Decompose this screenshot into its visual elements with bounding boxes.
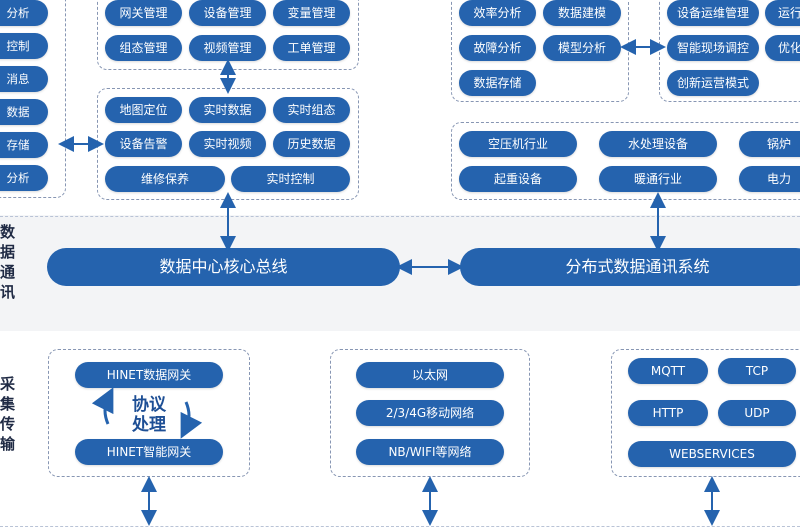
analysis-item: 数据存储 bbox=[459, 70, 536, 96]
monitor-item: 实时数据 bbox=[189, 97, 266, 123]
network-item: 以太网 bbox=[356, 362, 504, 388]
protocol-item: UDP bbox=[718, 400, 796, 426]
monitor-item: 地图定位 bbox=[105, 97, 182, 123]
left-partial-item: 分析 bbox=[0, 165, 48, 191]
analysis-item: 数据建模 bbox=[543, 0, 621, 26]
app-item: 设备管理 bbox=[189, 0, 266, 26]
monitor-item: 维修保养 bbox=[105, 166, 225, 192]
industry-item: 暖通行业 bbox=[599, 166, 717, 192]
data-gateway: HINET数据网关 bbox=[75, 362, 223, 388]
app-item: 视频管理 bbox=[189, 35, 266, 61]
analysis-item: 故障分析 bbox=[459, 35, 536, 61]
app-item: 变量管理 bbox=[273, 0, 350, 26]
industry-item: 起重设备 bbox=[459, 166, 577, 192]
smart-gateway: HINET智能网关 bbox=[75, 439, 223, 465]
industry-item: 锅炉 bbox=[739, 131, 800, 157]
acq-label-char: 输 bbox=[0, 435, 16, 453]
comm-label-char: 通 bbox=[0, 263, 16, 281]
monitor-item: 实时组态 bbox=[273, 97, 350, 123]
monitor-item: 实时视频 bbox=[189, 131, 266, 157]
left-partial-item: 控制 bbox=[0, 33, 48, 59]
comm-label-char: 数 bbox=[0, 223, 16, 241]
protocol-line1: 协议 bbox=[132, 395, 166, 415]
protocol-item: TCP bbox=[718, 358, 796, 384]
protocol-line2: 处理 bbox=[132, 415, 166, 435]
acq-layer-label: 采 集 传 输 bbox=[0, 374, 16, 454]
industry-item: 水处理设备 bbox=[599, 131, 717, 157]
network-item: 2/3/4G移动网络 bbox=[356, 400, 504, 426]
protocol-item: MQTT bbox=[628, 358, 708, 384]
network-item: NB/WIFI等网络 bbox=[356, 439, 504, 465]
comm-label-char: 据 bbox=[0, 243, 16, 261]
ops-item: 智能现场调控 bbox=[667, 35, 759, 61]
distributed-comm-system: 分布式数据通讯系统 bbox=[460, 248, 800, 286]
protocol-processing-label: 协议 处理 bbox=[120, 395, 178, 435]
app-item: 网关管理 bbox=[105, 0, 182, 26]
acq-label-char: 传 bbox=[0, 415, 16, 433]
app-item: 组态管理 bbox=[105, 35, 182, 61]
industry-item: 电力 bbox=[739, 166, 800, 192]
ops-item: 创新运营模式 bbox=[667, 70, 759, 96]
left-partial-item: 分析 bbox=[0, 0, 48, 26]
analysis-item: 模型分析 bbox=[543, 35, 621, 61]
comm-layer-label: 数 据 通 讯 bbox=[0, 222, 16, 302]
core-bus: 数据中心核心总线 bbox=[47, 248, 400, 286]
monitor-item: 历史数据 bbox=[273, 131, 350, 157]
ops-item: 设备运维管理 bbox=[667, 0, 759, 26]
protocol-item: HTTP bbox=[628, 400, 708, 426]
left-partial-item: 消息 bbox=[0, 66, 48, 92]
ops-item: 优化 bbox=[765, 35, 800, 61]
industry-item: 空压机行业 bbox=[459, 131, 577, 157]
monitor-item: 实时控制 bbox=[231, 166, 350, 192]
analysis-item: 效率分析 bbox=[459, 0, 536, 26]
app-item: 工单管理 bbox=[273, 35, 350, 61]
acq-label-char: 采 bbox=[0, 375, 16, 393]
protocol-item: WEBSERVICES bbox=[628, 441, 796, 467]
ops-item: 运行 bbox=[765, 0, 800, 26]
acq-label-char: 集 bbox=[0, 395, 16, 413]
left-partial-item: 存储 bbox=[0, 132, 48, 158]
monitor-item: 设备告警 bbox=[105, 131, 182, 157]
left-partial-item: 数据 bbox=[0, 99, 48, 125]
comm-label-char: 讯 bbox=[0, 283, 16, 301]
